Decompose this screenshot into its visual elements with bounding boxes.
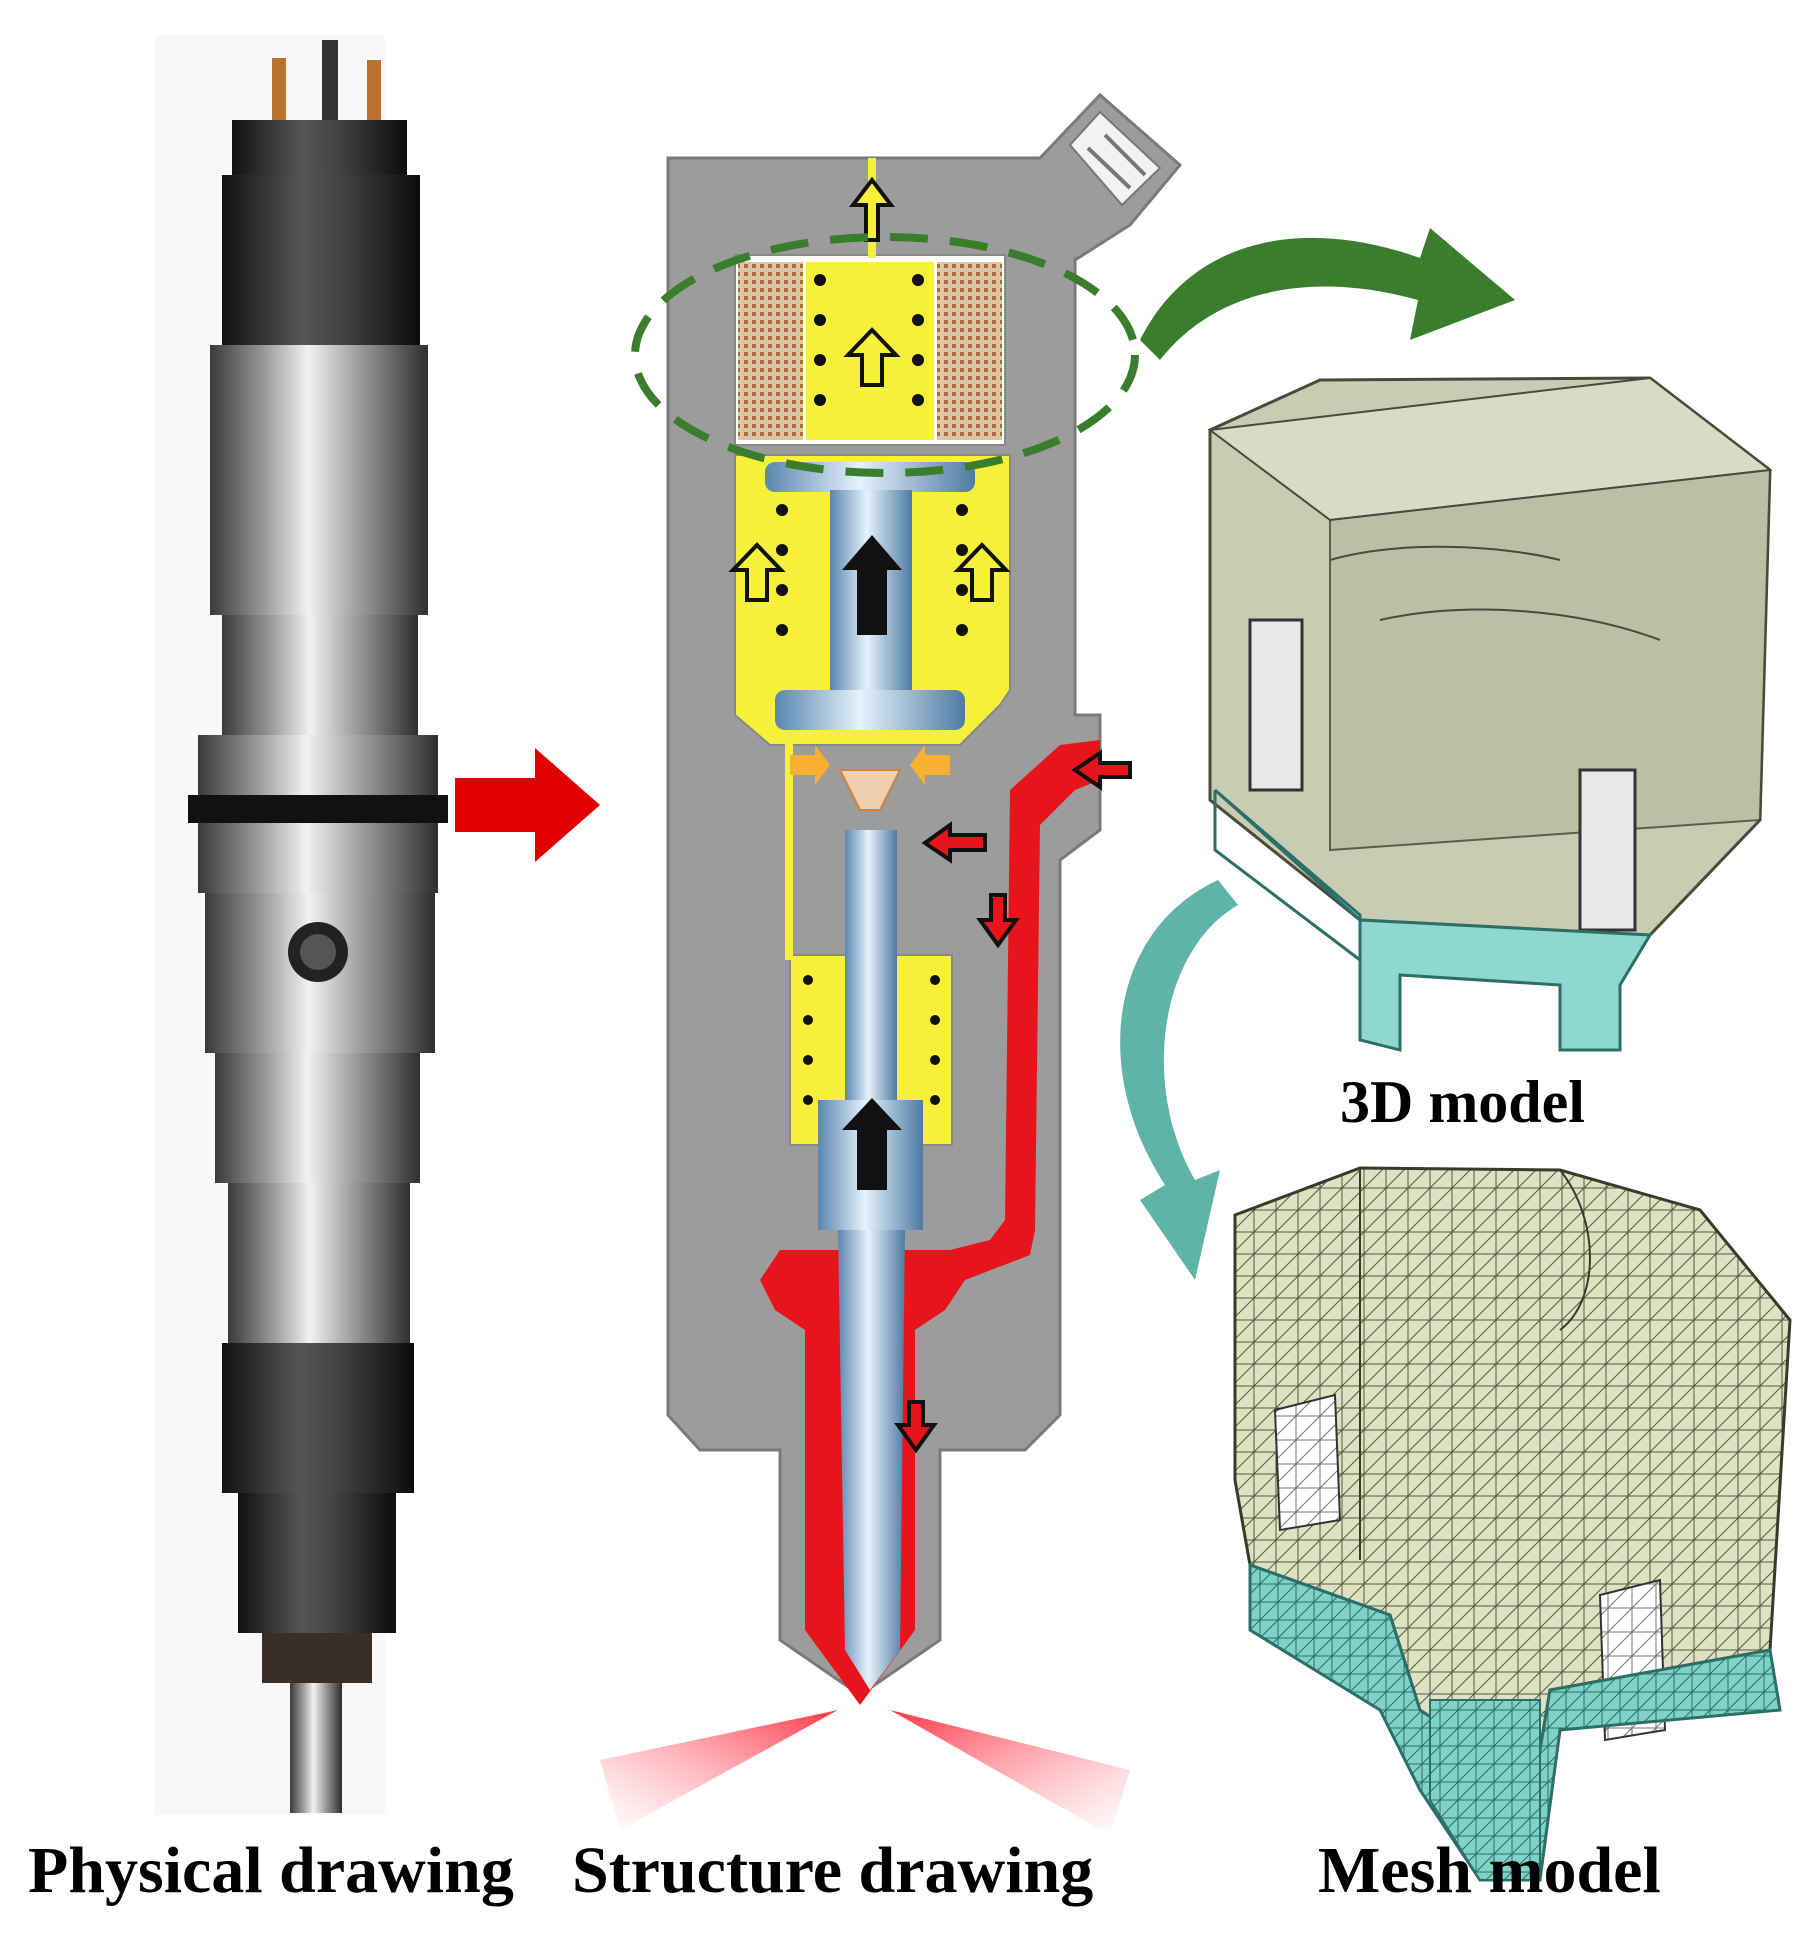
physical-injector-photo [155, 35, 448, 1815]
hollow-arrow-icon [894, 749, 1132, 1454]
caption-structure-drawing: Structure drawing [572, 1834, 1094, 1907]
3d-model [1207, 376, 1773, 1052]
structure-diagram [600, 92, 1183, 1835]
arrow-right-icon [455, 748, 600, 862]
mesh-model [1233, 1166, 1792, 1882]
caption-3d-model: 3D model [1340, 1069, 1585, 1135]
caption-physical-drawing: Physical drawing [28, 1834, 514, 1907]
curved-arrow-icon [1120, 880, 1238, 1280]
caption-mesh-model: Mesh model [1318, 1834, 1661, 1907]
fuel-spray-left [600, 1710, 838, 1830]
curved-arrow-icon [1140, 228, 1515, 360]
fuel-spray-right [890, 1710, 1130, 1835]
hollow-arrow-icon [728, 176, 1011, 602]
region-highlight [631, 233, 1139, 477]
